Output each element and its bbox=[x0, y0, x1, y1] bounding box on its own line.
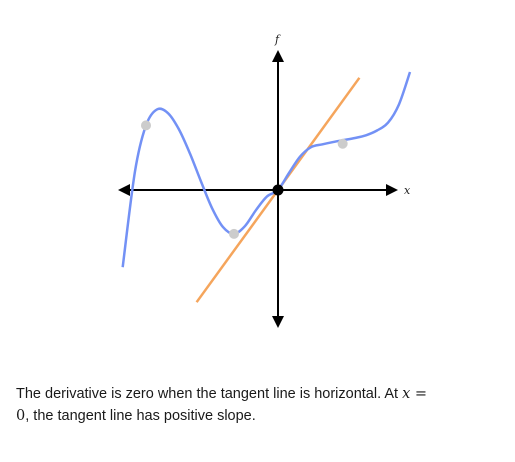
critical-point-1 bbox=[141, 120, 151, 131]
caption-text-after: , the tangent line has positive slope. bbox=[25, 408, 256, 424]
tangent-point bbox=[272, 184, 284, 196]
caption-math-x: x bbox=[402, 386, 411, 402]
critical-point-3 bbox=[337, 138, 348, 149]
function-plot: x f bbox=[118, 33, 412, 328]
function-curve bbox=[121, 71, 412, 268]
caption-text-before: The derivative is zero when the tangent … bbox=[16, 386, 403, 402]
y-axis-bottom-arrow bbox=[272, 316, 284, 328]
y-axis-top-arrow bbox=[272, 50, 284, 62]
x-axis-left-arrow bbox=[118, 184, 130, 196]
x-axis-label: x bbox=[404, 184, 411, 197]
caption-math-equals: = bbox=[410, 386, 428, 402]
y-axis-label: f bbox=[274, 33, 281, 46]
x-axis-right-arrow bbox=[386, 184, 398, 196]
caption-math-zero: 0 bbox=[16, 408, 26, 424]
caption: The derivative is zero when the tangent … bbox=[16, 383, 500, 427]
critical-point-2 bbox=[229, 228, 239, 239]
plot-marks bbox=[121, 71, 412, 303]
